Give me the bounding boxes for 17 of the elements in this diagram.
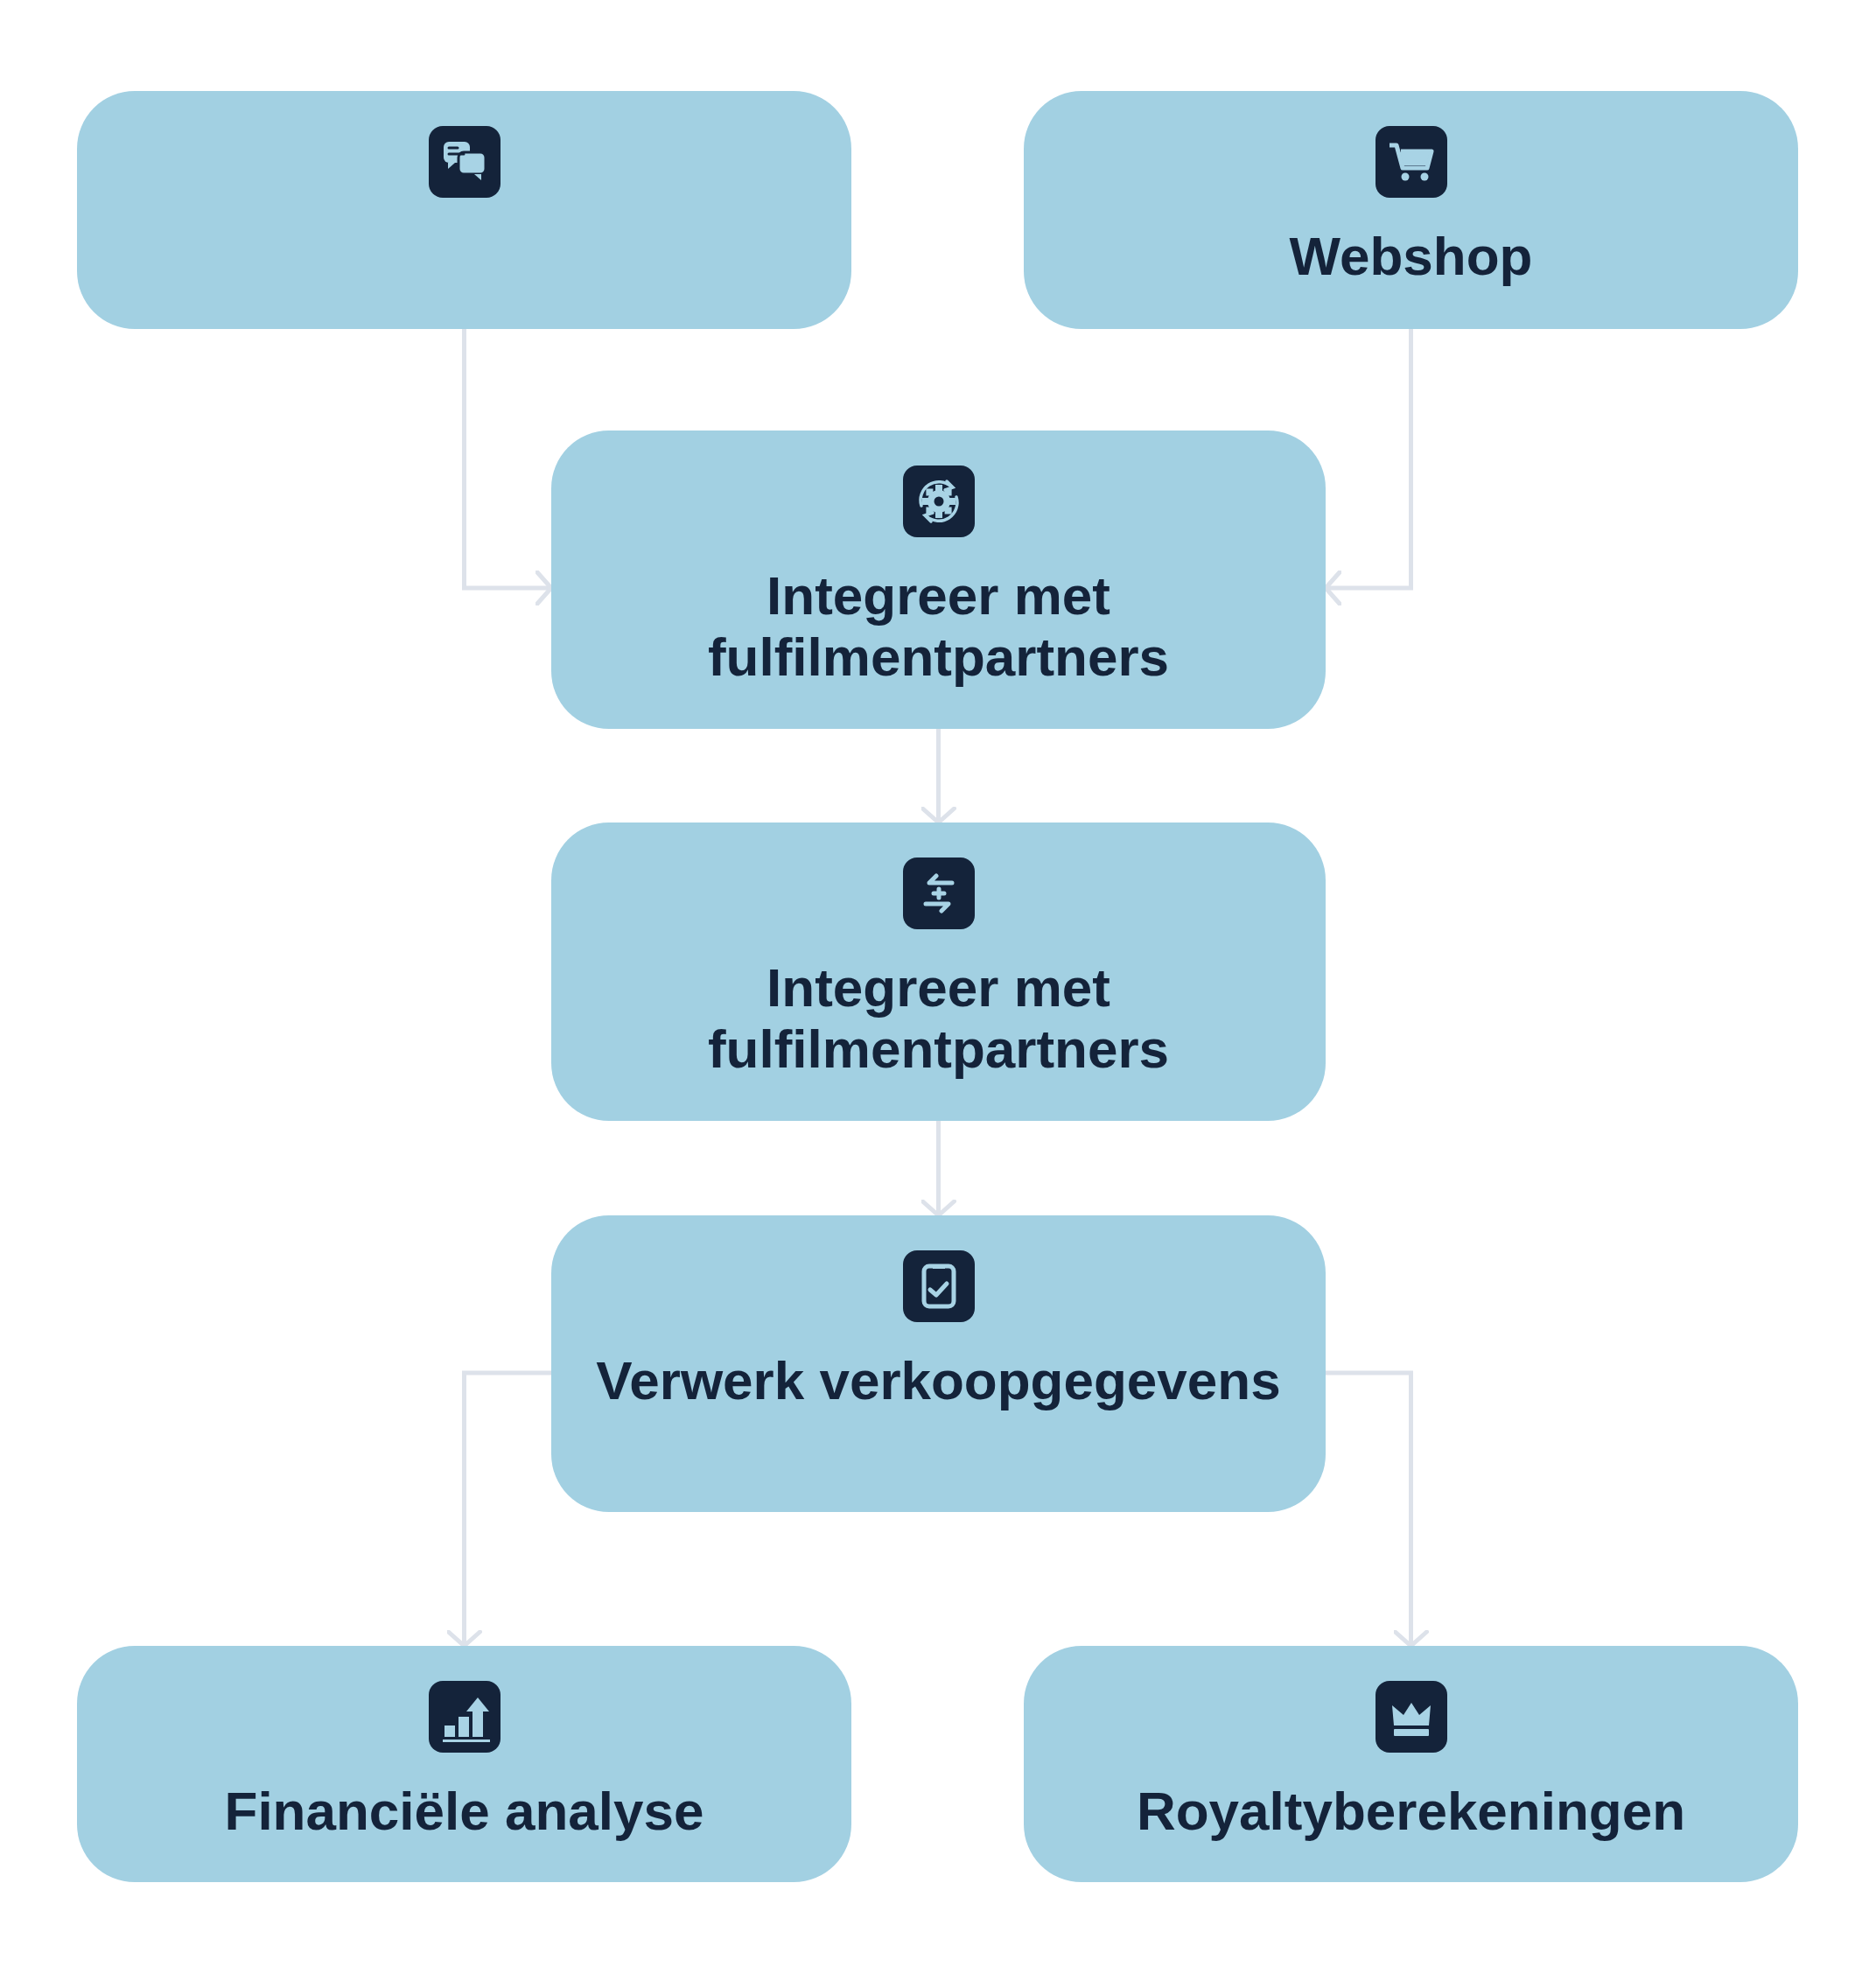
connector-arrow	[920, 1121, 956, 1218]
process-box	[1024, 91, 1798, 329]
connector-arrow	[920, 729, 956, 825]
node-label: Integreer met fulfilmentpartners	[706, 565, 1171, 688]
node-label: Financiële analyse	[224, 1781, 704, 1842]
node-label: Webshop	[1289, 226, 1533, 287]
connector-arrow	[1326, 1370, 1429, 1648]
node-label: Integreer met fulfilmentpartners	[706, 957, 1171, 1080]
process-box	[551, 822, 1326, 1121]
process-box	[77, 1646, 851, 1882]
node-label: Royaltyberekeningen	[1136, 1781, 1686, 1842]
connector-arrow	[446, 1370, 551, 1648]
node-label: Verwerk verkoopgegevens	[596, 1350, 1281, 1411]
process-box	[1024, 1646, 1798, 1882]
process-box	[551, 430, 1326, 729]
process-box	[551, 1215, 1326, 1512]
process-box	[77, 91, 851, 329]
